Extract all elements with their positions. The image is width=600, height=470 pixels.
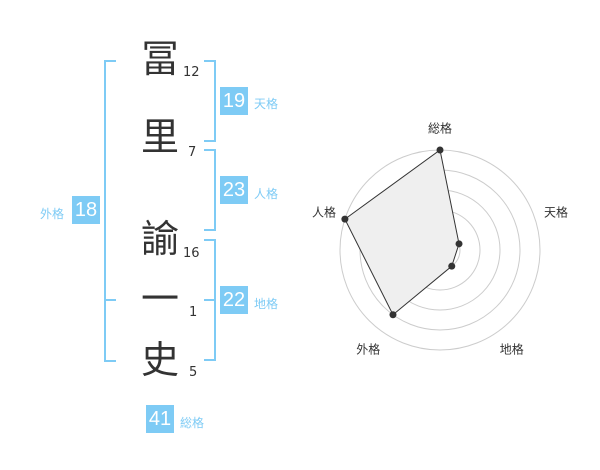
soukaku-value: 41 (146, 405, 174, 433)
jinkaku-value: 23 (220, 176, 248, 204)
jinkaku-label: 人格 (254, 187, 279, 201)
chikaku-bracket (204, 239, 216, 361)
chikaku-value: 22 (220, 286, 248, 314)
tenkaku-value: 19 (220, 87, 248, 115)
char-3: 諭 (140, 217, 179, 261)
stroke-4: 1 (189, 305, 198, 320)
radar-axis-label: 人格 (311, 205, 336, 220)
radar-axis-label: 天格 (544, 205, 569, 220)
radar-area (344, 149, 460, 316)
radar-axis-label: 外格 (356, 342, 381, 357)
radar-point (448, 262, 456, 270)
tenkaku-bracket (204, 60, 216, 142)
radar-point (389, 311, 397, 319)
radar-point (436, 146, 444, 154)
stroke-1: 12 (183, 65, 200, 80)
gaikaku-value: 18 (72, 196, 100, 224)
char-5: 史 (140, 338, 179, 382)
soukaku-label: 総格 (180, 416, 205, 430)
radar-axis-label: 地格 (499, 342, 524, 357)
chikaku-bracket-divider (204, 299, 214, 301)
jinkaku-bracket (204, 149, 216, 231)
char-2: 里 (140, 115, 179, 159)
gaikaku-bracket-divider (106, 299, 116, 301)
char-1: 冨 (140, 37, 179, 81)
gaikaku-label: 外格 (40, 207, 65, 221)
radar-point (455, 240, 463, 248)
stroke-5: 5 (189, 365, 198, 380)
radar-point (341, 215, 349, 223)
tenkaku-label: 天格 (254, 97, 279, 111)
stroke-3: 16 (183, 246, 200, 261)
radar-axis-label: 総格 (427, 121, 453, 136)
gaikaku-bracket (104, 60, 116, 362)
stroke-2: 7 (188, 145, 197, 160)
chikaku-label: 地格 (254, 297, 279, 311)
char-4: 一 (140, 277, 179, 321)
